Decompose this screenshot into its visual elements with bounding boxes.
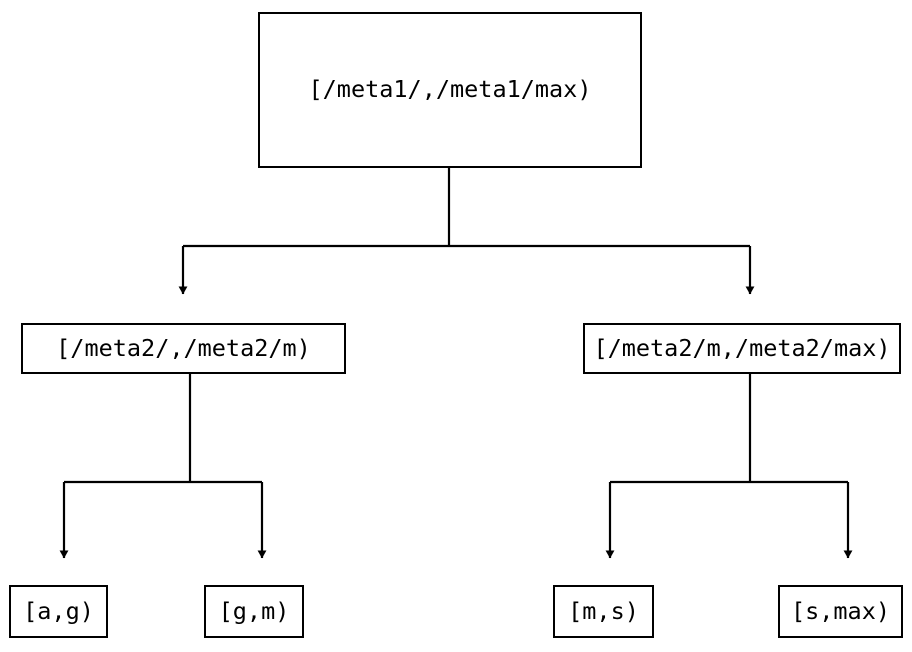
node-leaf-ms[interactable]: [m,s) bbox=[553, 585, 654, 638]
node-leaf-ag-label: [a,g) bbox=[23, 596, 94, 625]
node-leaf-smax[interactable]: [s,max) bbox=[778, 585, 903, 638]
node-root-label: [/meta1/,/meta1/max) bbox=[308, 75, 592, 104]
node-leaf-ag[interactable]: [a,g) bbox=[9, 585, 108, 638]
edge-root-to-mid bbox=[178, 168, 755, 295]
node-leaf-gm[interactable]: [g,m) bbox=[204, 585, 304, 638]
node-leaf-gm-label: [g,m) bbox=[218, 596, 290, 625]
node-mid-left[interactable]: [/meta2/,/meta2/m) bbox=[21, 323, 346, 374]
edge-midright-to-leaves bbox=[605, 374, 853, 559]
node-mid-right-label: [/meta2/m,/meta2/max) bbox=[593, 333, 891, 362]
edge-midleft-to-leaves bbox=[59, 374, 267, 559]
node-mid-left-label: [/meta2/,/meta2/m) bbox=[56, 333, 311, 362]
node-leaf-ms-label: [m,s) bbox=[568, 596, 639, 625]
node-root[interactable]: [/meta1/,/meta1/max) bbox=[258, 12, 642, 168]
node-mid-right[interactable]: [/meta2/m,/meta2/max) bbox=[583, 323, 901, 374]
node-leaf-smax-label: [s,max) bbox=[790, 596, 891, 625]
